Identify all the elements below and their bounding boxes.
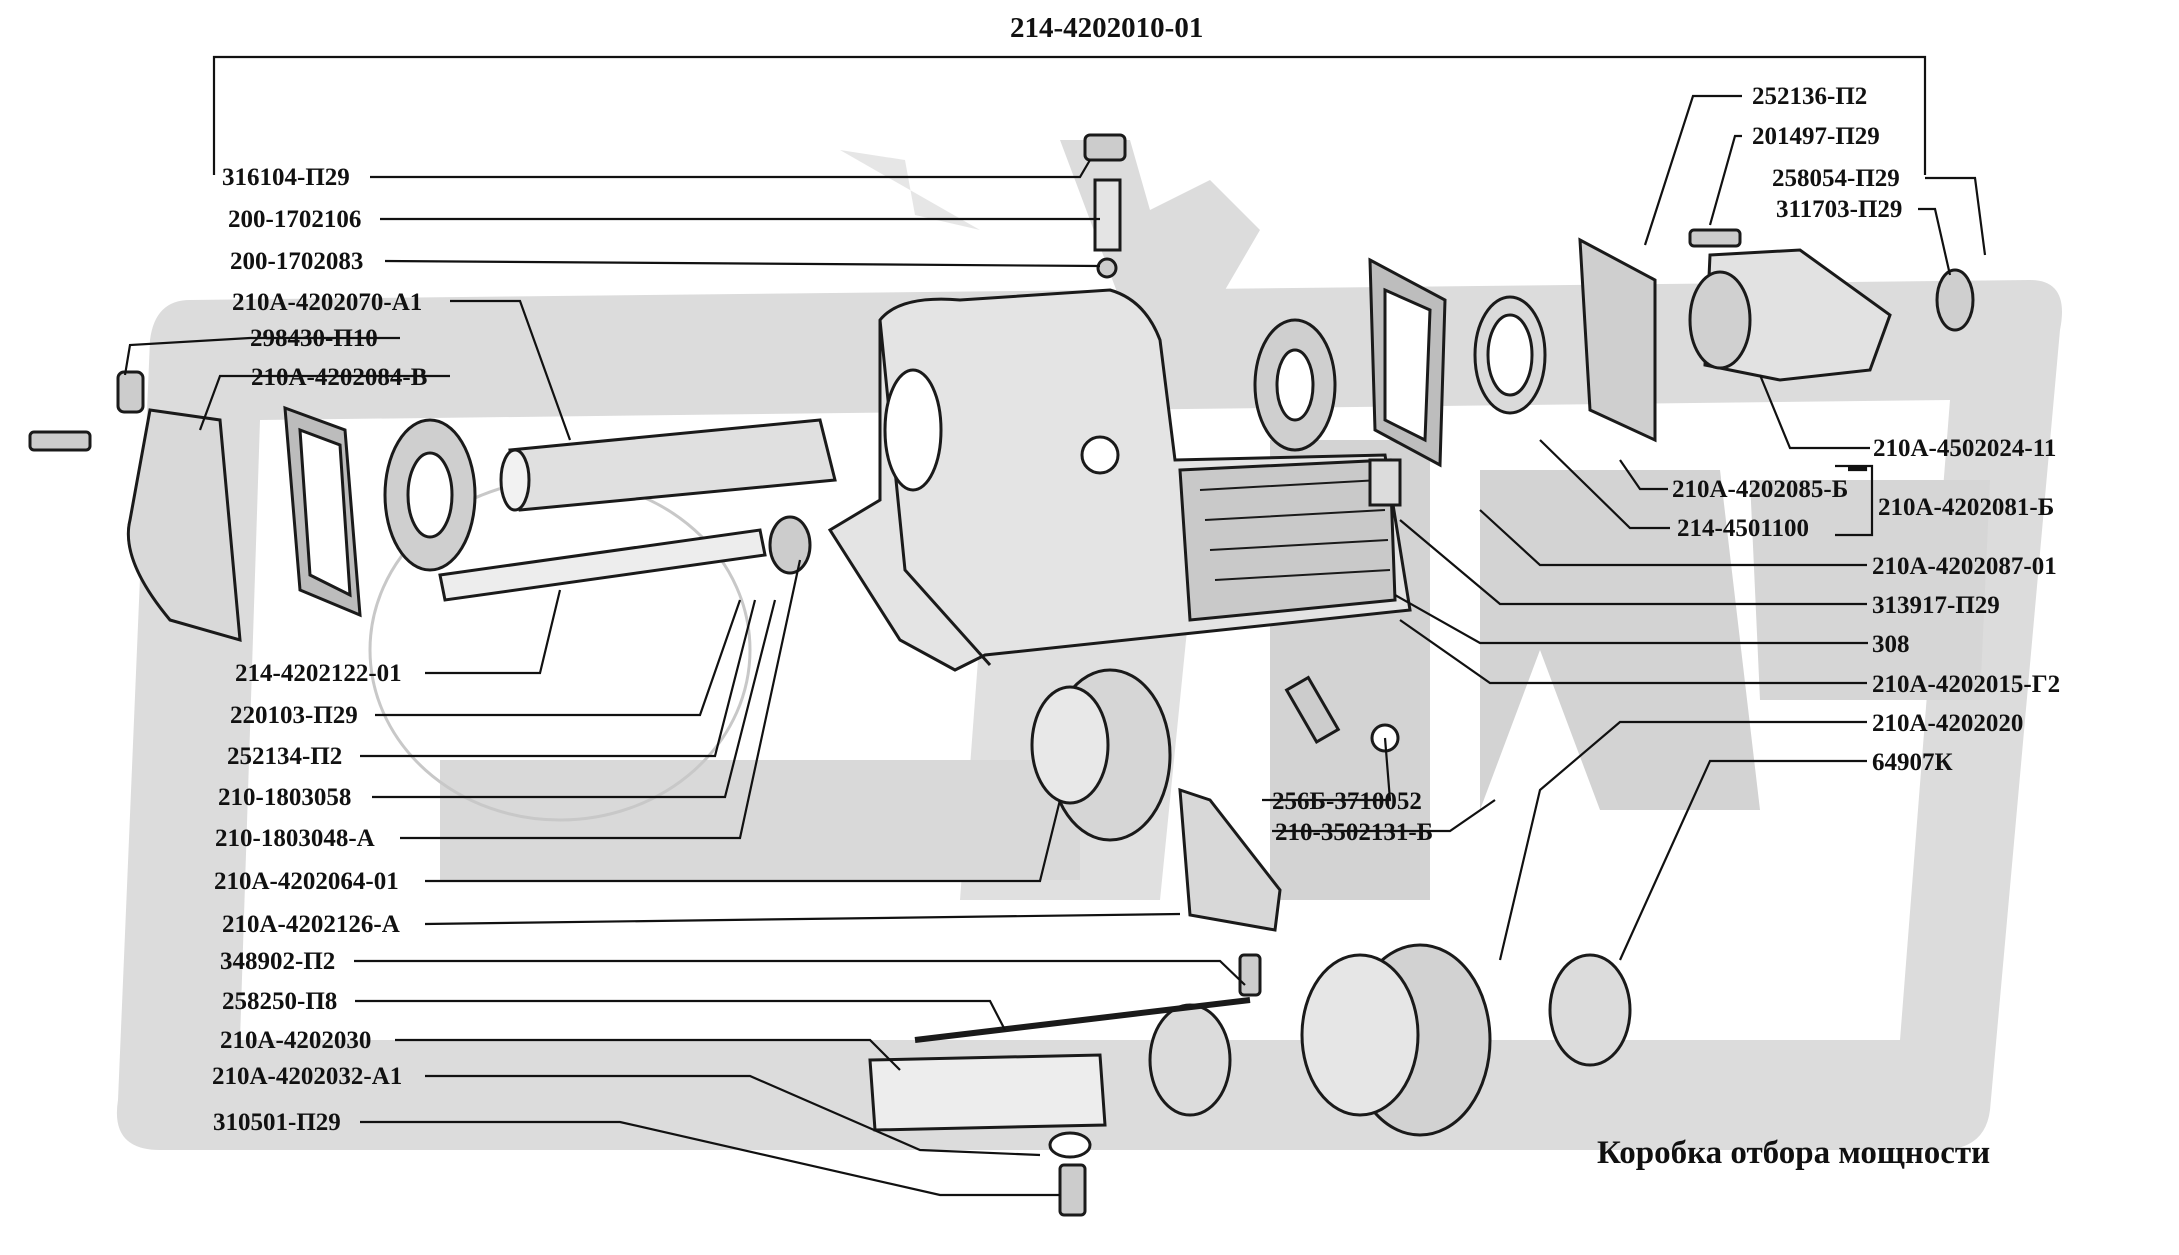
part-label: 210А-4202084-В bbox=[251, 364, 427, 391]
left-cover bbox=[126, 405, 362, 643]
part-label: 220103-П29 bbox=[230, 702, 358, 729]
diagram-caption: Коробка отбора мощности bbox=[1597, 1135, 1990, 1171]
housing bbox=[827, 288, 1412, 672]
part-label: 311703-П29 bbox=[1776, 196, 1902, 223]
part-label: 200-1702083 bbox=[230, 248, 363, 275]
part-label: 298430-П10 bbox=[250, 325, 378, 352]
part-label: 210А-4202064-01 bbox=[214, 868, 399, 895]
part-label: 258250-П8 bbox=[222, 988, 337, 1015]
gears bbox=[868, 668, 1632, 1137]
part-label: 214-4501100 bbox=[1677, 515, 1809, 542]
part-label: 210А-4202085-Б bbox=[1672, 476, 1848, 503]
part-label: 313917-П29 bbox=[1872, 592, 2000, 619]
part-label: 214-4202122-01 bbox=[235, 660, 402, 687]
part-label: 64907К bbox=[1872, 749, 1953, 776]
part-label: 210А-4202126-А bbox=[222, 911, 400, 938]
part-label: 308 bbox=[1872, 631, 1910, 658]
part-label: 210А-4202030 bbox=[220, 1027, 371, 1054]
part-label: 252136-П2 bbox=[1752, 83, 1867, 110]
part-label: 210-1803048-А bbox=[215, 825, 375, 852]
part-label: 210А-4202087-01 bbox=[1872, 553, 2057, 580]
part-label: 316104-П29 bbox=[222, 164, 350, 191]
parts-drawing bbox=[28, 133, 1975, 1217]
diagram-title: 214-4202010-01 bbox=[1010, 12, 1203, 44]
title-bracket bbox=[212, 55, 1927, 175]
part-label: 210-1803058 bbox=[218, 784, 351, 811]
part-label: 210А-4202015-Г2 bbox=[1872, 671, 2060, 698]
part-label: 210А-4202081-Б bbox=[1878, 494, 2054, 521]
part-label: 348902-П2 bbox=[220, 948, 335, 975]
part-label: 210А-4202020 bbox=[1872, 710, 2023, 737]
part-label: 210А-4202032-А1 bbox=[212, 1063, 402, 1090]
part-label: 210А-4502024-11 bbox=[1873, 435, 2056, 462]
right-assembly bbox=[1253, 237, 1975, 507]
part-label: 252134-П2 bbox=[227, 743, 342, 770]
part-label: 201497-П29 bbox=[1752, 123, 1880, 150]
part-labels: 214-4202010-01 316104-П29 200-1702106 20… bbox=[212, 12, 2060, 1171]
shaft-assembly bbox=[383, 418, 837, 602]
part-label: 258054-П29 bbox=[1772, 165, 1900, 192]
part-label: 200-1702106 bbox=[228, 206, 361, 233]
leader-lines bbox=[123, 94, 1987, 1197]
part-label: 210А-4202070-А1 bbox=[232, 289, 422, 316]
part-label: 256Б-3710052 bbox=[1272, 788, 1422, 815]
part-label: 310501-П29 bbox=[213, 1109, 341, 1136]
part-label: 210-3502131-Б bbox=[1275, 819, 1433, 846]
